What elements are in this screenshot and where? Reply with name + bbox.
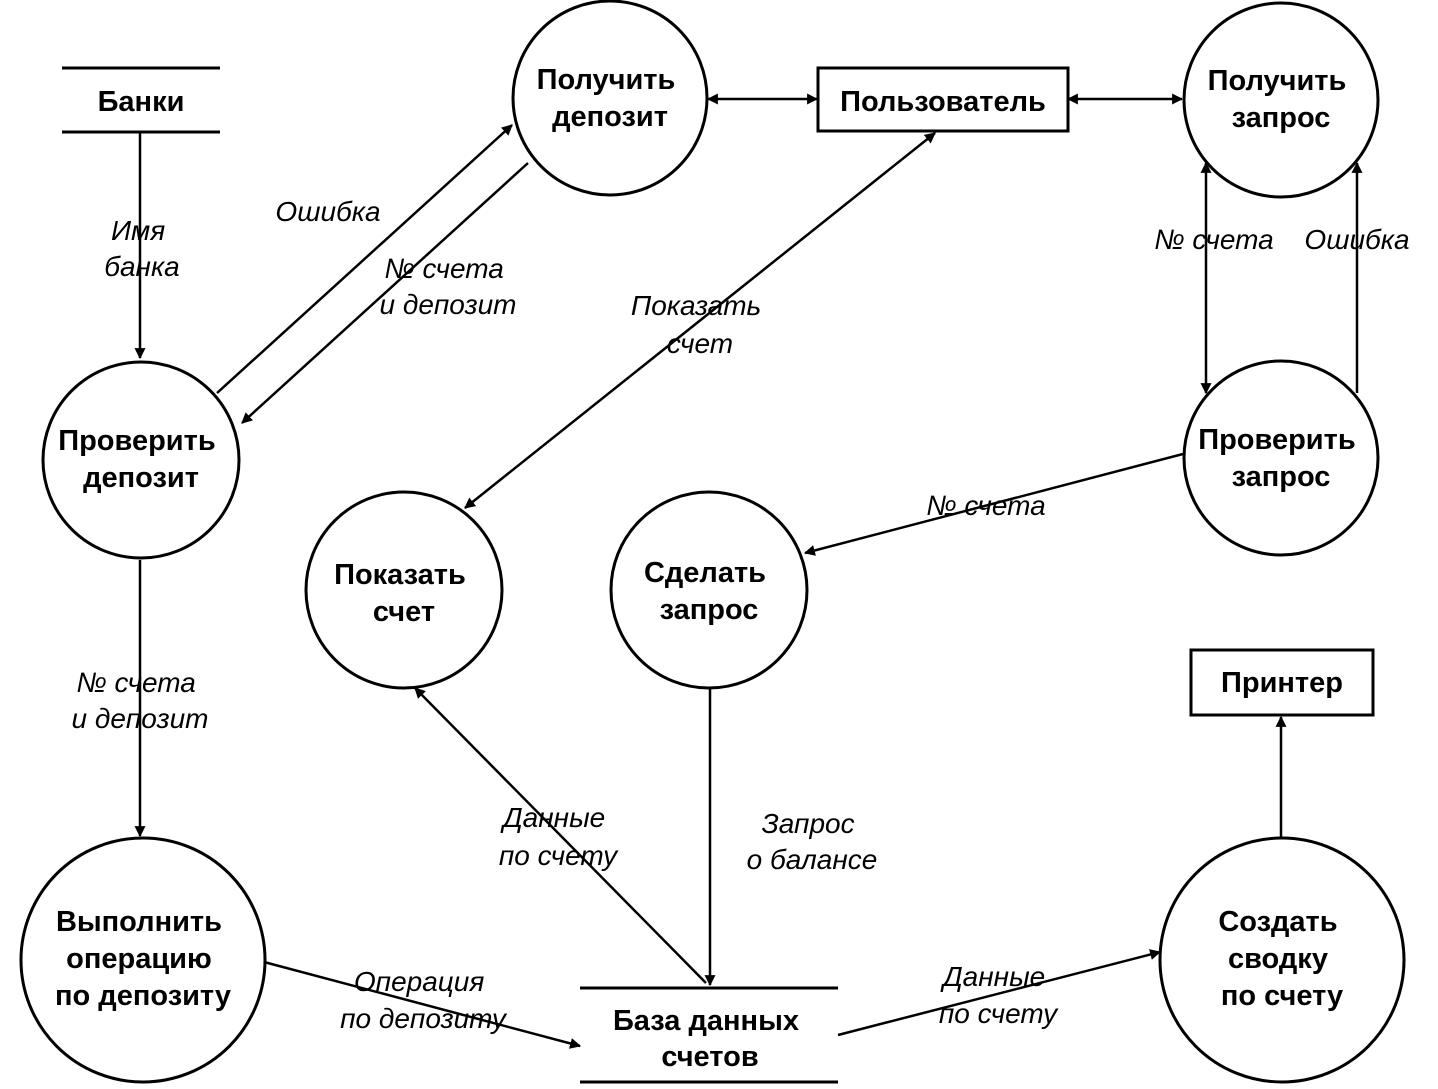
process-check-request-label: Проверить запрос	[1198, 424, 1363, 493]
process-show-account-label: Показать счет	[334, 559, 474, 628]
entity-user: Пользователь	[816, 66, 1070, 133]
flow-check-request-to-make-request	[803, 452, 1184, 556]
flow-label-error-right: Ошибка	[1304, 224, 1409, 255]
flow-check-to-get-deposit	[216, 124, 513, 394]
process-create-summary-label: Создать сводку по счету	[1218, 906, 1345, 1012]
flow-show-account-to-user	[464, 132, 936, 509]
process-perform-operation-label: Выполнить операцию по депозиту	[55, 906, 231, 1012]
store-accounts-db: База данных счетов	[580, 986, 838, 1084]
process-create-summary: Создать сводку по счету	[1158, 836, 1406, 1084]
process-get-deposit: Получить депозит	[511, 0, 709, 197]
flow-label-account-data-right: Данные по счету	[939, 961, 1059, 1029]
entity-printer: Принтер	[1189, 648, 1375, 717]
entity-printer-label: Принтер	[1221, 667, 1343, 699]
flow-operation-to-db	[263, 960, 582, 1049]
flow-label-account-no-mid: № счета	[926, 490, 1046, 521]
process-make-request: Сделать запрос	[609, 490, 809, 690]
flow-label-account-data-left: Данные по счету	[499, 802, 619, 871]
flow-labels: Имя банка Ошибка № счета и депозит Показ…	[72, 196, 1410, 1034]
flow-db-to-show-account	[414, 687, 707, 984]
flow-label-show-account: Показать счет	[631, 290, 769, 359]
process-check-request: Проверить запрос	[1182, 359, 1380, 557]
store-accounts-db-label: База данных счетов	[613, 1005, 807, 1073]
store-banks: Банки	[62, 66, 220, 134]
flow-label-deposit-operation: Операция по депозиту	[340, 966, 508, 1034]
flow-label-balance-request: Запрос о балансе	[747, 808, 878, 875]
process-make-request-label: Сделать запрос	[644, 557, 774, 626]
store-banks-label: Банки	[98, 86, 185, 118]
flow-label-account-and-deposit-left: № счета и депозит	[72, 667, 209, 734]
flow-label-account-no-right: № счета	[1154, 224, 1274, 255]
flow-lines	[134, 93, 1363, 1049]
flow-db-to-summary	[837, 949, 1162, 1037]
process-check-deposit: Проверить депозит	[41, 360, 241, 560]
flow-label-account-and-deposit-top: № счета и депозит	[380, 253, 517, 320]
flow-label-bank-name: Имя банка	[104, 215, 180, 282]
process-perform-operation: Выполнить операцию по депозиту	[19, 836, 267, 1084]
process-get-request: Получить запрос	[1182, 1, 1380, 199]
process-get-request-label: Получить запрос	[1208, 65, 1355, 134]
process-get-deposit-label: Получить депозит	[537, 64, 684, 133]
flow-label-error-left: Ошибка	[275, 196, 380, 227]
entity-user-label: Пользователь	[840, 86, 1046, 118]
process-check-deposit-label: Проверить депозит	[58, 425, 223, 494]
process-show-account: Показать счет	[304, 490, 504, 690]
